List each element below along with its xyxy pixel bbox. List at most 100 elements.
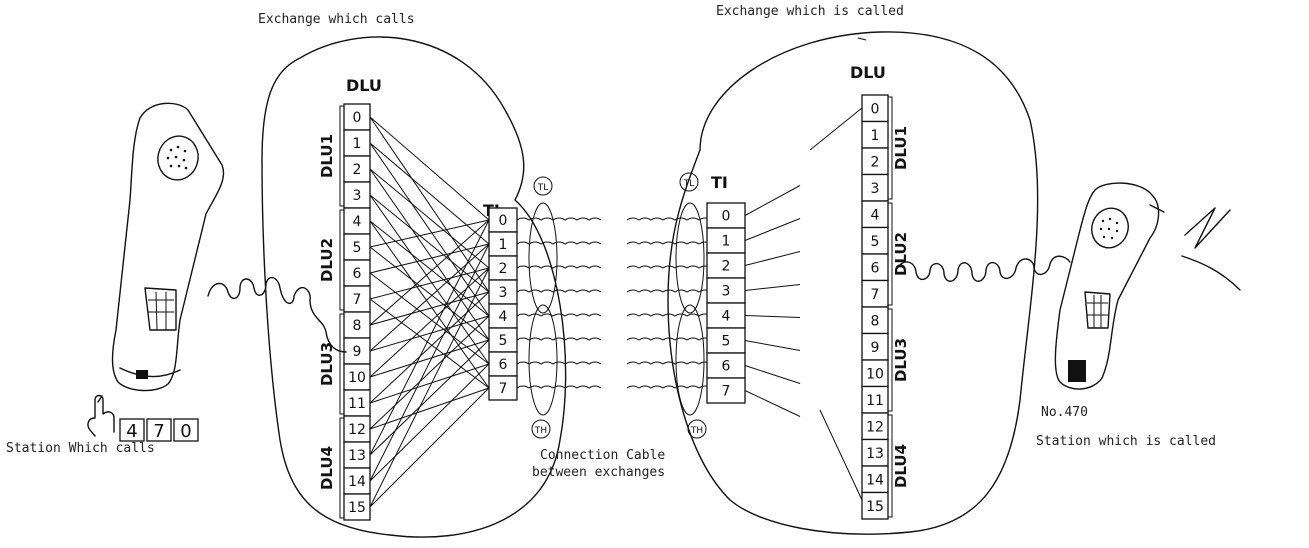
crossconnect-line xyxy=(369,267,490,508)
called-dlu-group-label: DLU4 xyxy=(892,444,910,488)
calling-dlu-group-label: DLU3 xyxy=(318,342,336,386)
called-ti-cell-label: 0 xyxy=(722,209,731,225)
calling-dlu-cell xyxy=(343,441,371,469)
called-dlu-group-bracket xyxy=(888,202,893,306)
calling-dlu-cell xyxy=(343,415,371,443)
crossconnect-line xyxy=(369,267,490,300)
calling-ti-cell xyxy=(488,231,518,257)
called-th-marker-text: TH xyxy=(690,426,703,436)
crossconnect-line xyxy=(369,315,490,430)
crossconnect-line xyxy=(369,243,490,482)
crossconnect-line xyxy=(369,246,490,341)
calling-tl-marker xyxy=(533,176,553,196)
calling-ti-cell-label: 7 xyxy=(499,381,508,397)
calling-dlu-cell-label: 3 xyxy=(353,188,362,204)
station-called-label: Station which is called xyxy=(1036,434,1216,449)
cable-label-line1: Connection Cable xyxy=(540,448,665,463)
crossconnect-line xyxy=(369,168,490,269)
called-ti-fan-lines xyxy=(744,107,863,501)
station-calls-label: Station Which calls xyxy=(6,441,155,456)
crossconnect-line xyxy=(369,339,490,456)
calling-dlu-cell-label: 5 xyxy=(353,240,362,256)
calling-ti-cell xyxy=(488,375,518,401)
calling-dlu-cell-label: 1 xyxy=(353,136,362,152)
calling-dlu-group-bracket xyxy=(339,313,344,415)
called-th-marker xyxy=(687,419,707,439)
called-dlu-cell-label: 11 xyxy=(866,393,884,409)
calling-dlu-cell xyxy=(343,285,371,313)
crossconnect-line xyxy=(369,272,490,365)
called-cable-waves xyxy=(626,217,712,389)
exchange-called-label: Exchange which is called xyxy=(716,4,904,19)
called-number-label: No.470 xyxy=(1041,405,1088,420)
calling-dlu-cell xyxy=(343,233,371,261)
called-dlu-cell-label: 12 xyxy=(866,419,884,435)
called-dlu-cell-label: 3 xyxy=(871,181,880,197)
called-ti-line xyxy=(744,390,801,417)
calling-ti-cell-label: 4 xyxy=(499,309,508,325)
crossconnect-line xyxy=(369,363,490,404)
dial-key-digit: 4 xyxy=(126,421,137,442)
called-dlu-cell xyxy=(861,173,889,202)
called-ti-line xyxy=(744,365,801,384)
calling-dlu-title: DLU xyxy=(346,76,382,95)
called-ti-cell-label: 4 xyxy=(722,309,731,325)
called-dlu-cell xyxy=(861,438,889,467)
called-ti-title: TI xyxy=(711,173,728,192)
calling-dlu-cell-label: 11 xyxy=(348,396,366,412)
cable-wave xyxy=(516,361,602,365)
calling-ti-cell xyxy=(488,279,518,305)
crossconnect-line xyxy=(369,267,490,378)
calling-th-group-ellipse xyxy=(528,304,558,416)
called-dlu-cell-label: 13 xyxy=(866,446,884,462)
crossconnect-line xyxy=(369,291,490,404)
calling-dlu-group-bracket xyxy=(339,105,344,207)
called-dlu-cell-label: 6 xyxy=(871,260,880,276)
called-ti-cell-label: 3 xyxy=(722,284,731,300)
crossconnect-line xyxy=(369,142,490,317)
calling-th-marker xyxy=(531,419,551,439)
called-th-group-ellipse xyxy=(675,304,705,416)
cable-wave xyxy=(516,313,602,317)
calling-dlu-cell xyxy=(343,207,371,235)
calling-handset-cord xyxy=(207,277,347,353)
called-ti-line xyxy=(744,218,801,241)
cable-wave xyxy=(516,289,602,293)
crossconnect-line xyxy=(369,291,490,326)
called-ti-cell-label: 6 xyxy=(722,359,731,375)
called-dlu-cell xyxy=(861,279,889,308)
calling-ti-cell-label: 6 xyxy=(499,357,508,373)
calling-dlu-group-label: DLU2 xyxy=(318,238,336,282)
exchange-calls-label: Exchange which calls xyxy=(258,12,415,27)
calling-dlu-group-bracket xyxy=(339,209,344,311)
called-dlu-cell-label: 10 xyxy=(866,366,884,382)
called-dlu-cell-label: 7 xyxy=(871,287,880,303)
crossconnect-line xyxy=(369,387,490,430)
calling-dlu-cell-label: 9 xyxy=(353,344,362,360)
called-dlu-cell xyxy=(861,359,889,388)
boundary-tick xyxy=(857,37,867,41)
crossconnect-line xyxy=(369,363,490,482)
cable-wave xyxy=(626,217,712,221)
calling-crossconnect-lines xyxy=(369,116,490,508)
crossconnect-line xyxy=(369,219,490,326)
called-dlu-cell-label: 5 xyxy=(871,234,880,250)
cable-wave xyxy=(626,241,712,245)
called-handset-cord xyxy=(897,255,1071,282)
calling-tl-marker-text: TL xyxy=(537,183,549,193)
called-dlu-group-bracket xyxy=(888,308,893,412)
calling-dlu-cell xyxy=(343,103,371,131)
called-dlu-cell-label: 4 xyxy=(871,207,880,223)
calling-ti-cell-label: 5 xyxy=(499,333,508,349)
cable-wave xyxy=(626,385,712,389)
called-ti-line xyxy=(744,284,801,291)
cable-wave xyxy=(516,385,602,389)
called-dlu-cell-label: 1 xyxy=(871,128,880,144)
calling-dlu-cell xyxy=(343,363,371,391)
crossconnect-line xyxy=(369,194,490,293)
called-dlu-cell xyxy=(861,491,889,520)
calling-exchange-boundary xyxy=(261,36,567,538)
